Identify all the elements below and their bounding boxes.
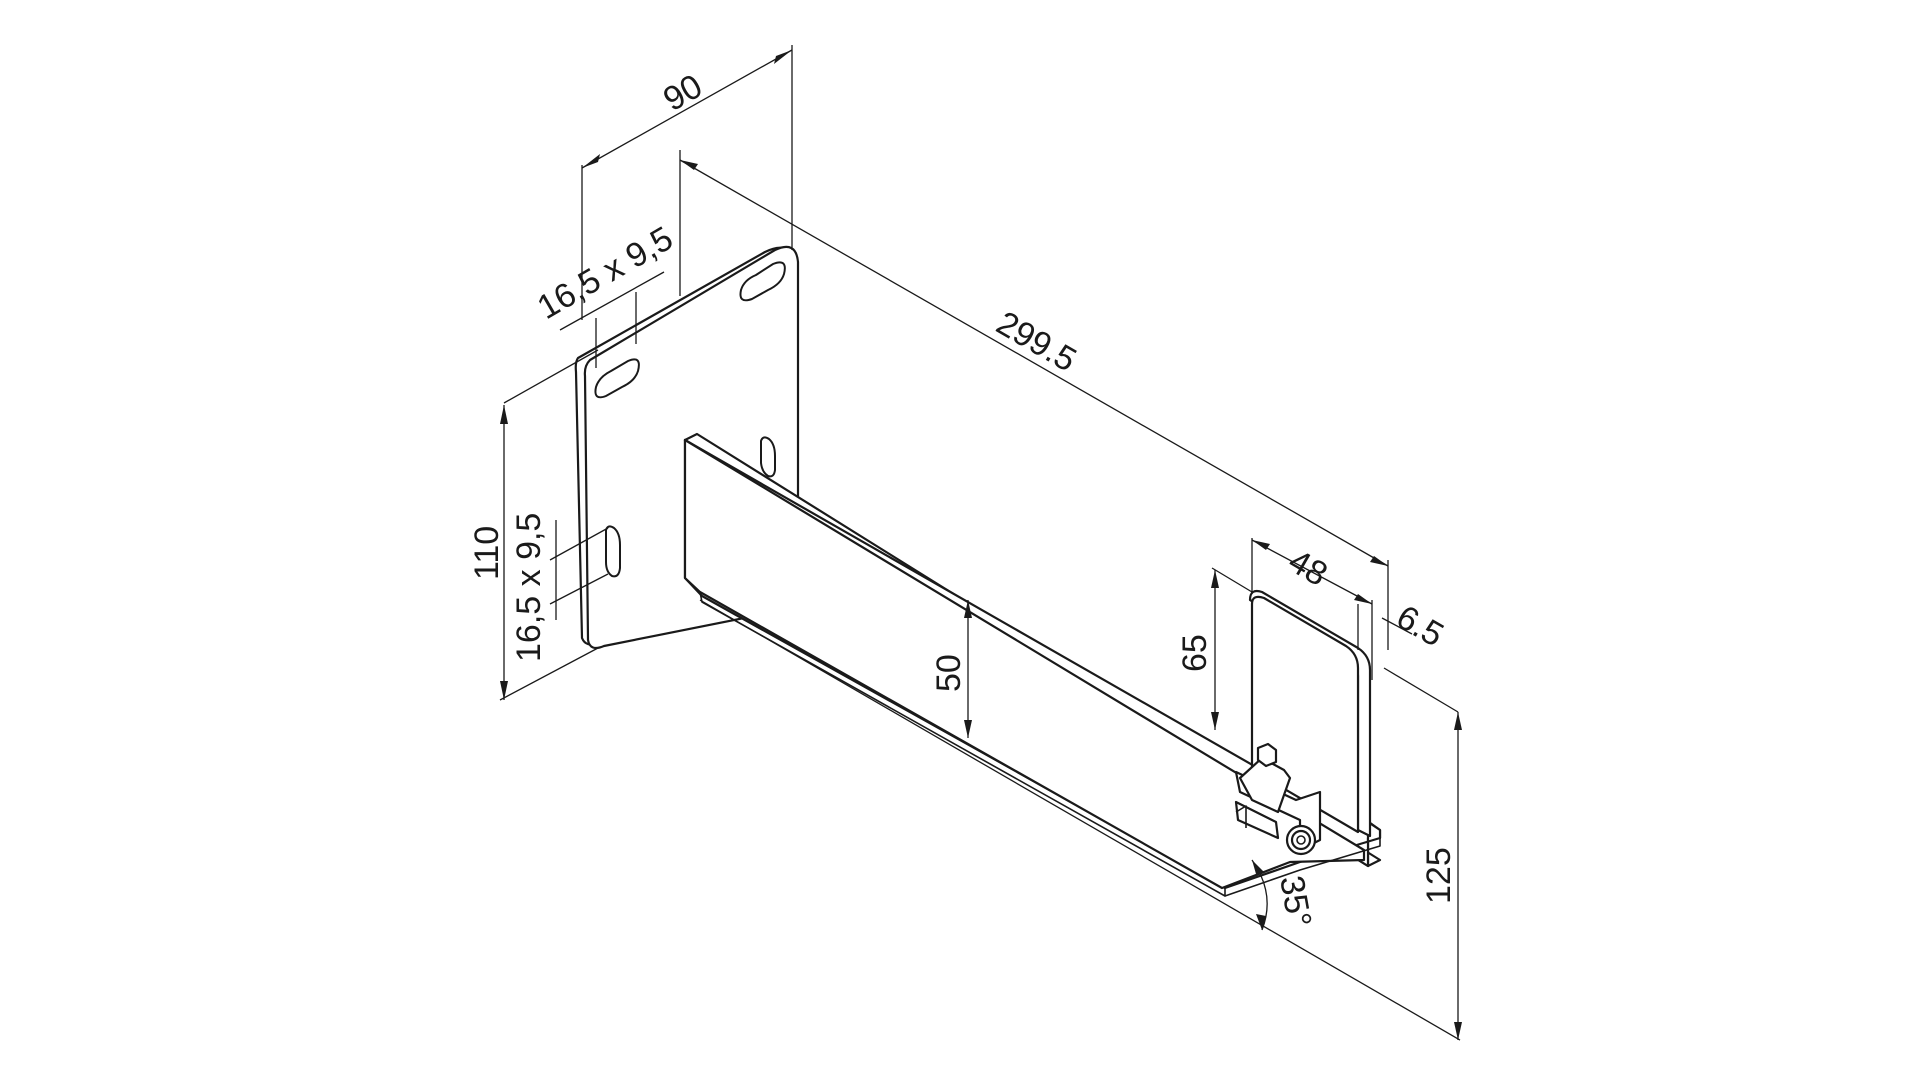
clamp	[1234, 742, 1322, 856]
plate-slot-top-right	[739, 261, 786, 302]
dim-label-6-5: 6.5	[1390, 598, 1450, 655]
plate-slot-bottom-left	[605, 525, 621, 578]
dim-label-50: 50	[930, 654, 968, 692]
dim-label-35-deg: 35°	[1272, 873, 1318, 930]
plate-slot-top-left	[594, 358, 640, 399]
dim-label-110: 110	[468, 526, 506, 580]
dim-label-125: 125	[1420, 847, 1458, 904]
dim-label-90: 90	[657, 67, 709, 119]
plate-slot-bottom-right	[760, 436, 776, 478]
dim-label-slot-top: 16,5 x 9,5	[531, 219, 679, 327]
dim-label-299-5: 299.5	[990, 304, 1083, 379]
dim-label-slot-side: 16,5 x 9,5	[510, 513, 548, 662]
dim-label-65: 65	[1176, 634, 1214, 672]
bracket-arm	[683, 432, 1382, 897]
dimension-lines	[499, 45, 1461, 1041]
dimension-arrows	[500, 50, 1462, 1040]
dim-label-48: 48	[1282, 542, 1334, 594]
